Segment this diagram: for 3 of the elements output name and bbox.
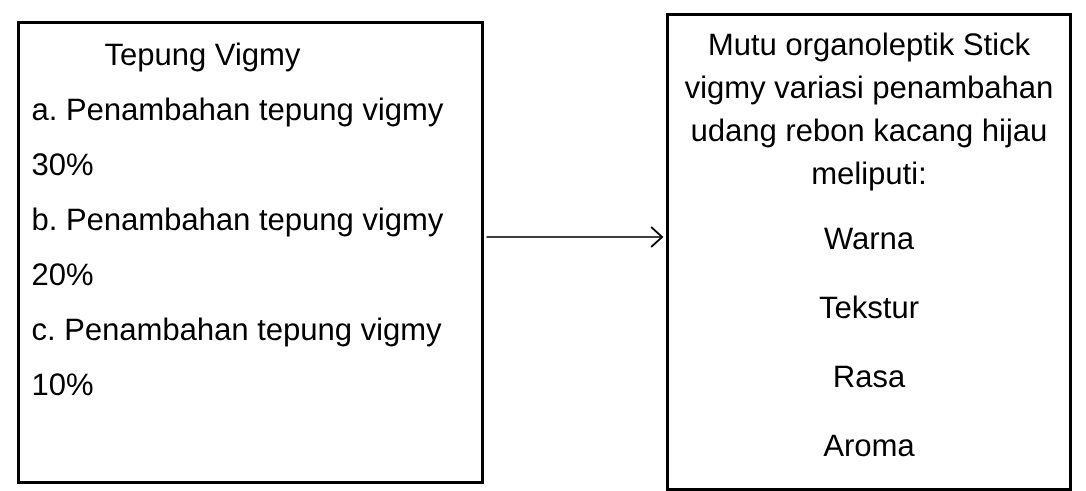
text-box: Tepung Vigmy a. Penambahan tepung vigmy 30% b. Penambahan tepung vigmy 20% c. Penambahan tepung vigmy 10% xyxy=(17,21,484,484)
arrow xyxy=(485,226,664,248)
text-box: Mutu organoleptik Stick vigmy variasi penambahan udang rebon kacang hijau meliputi: Warna Tekstur Rasa Aroma xyxy=(666,13,1072,491)
